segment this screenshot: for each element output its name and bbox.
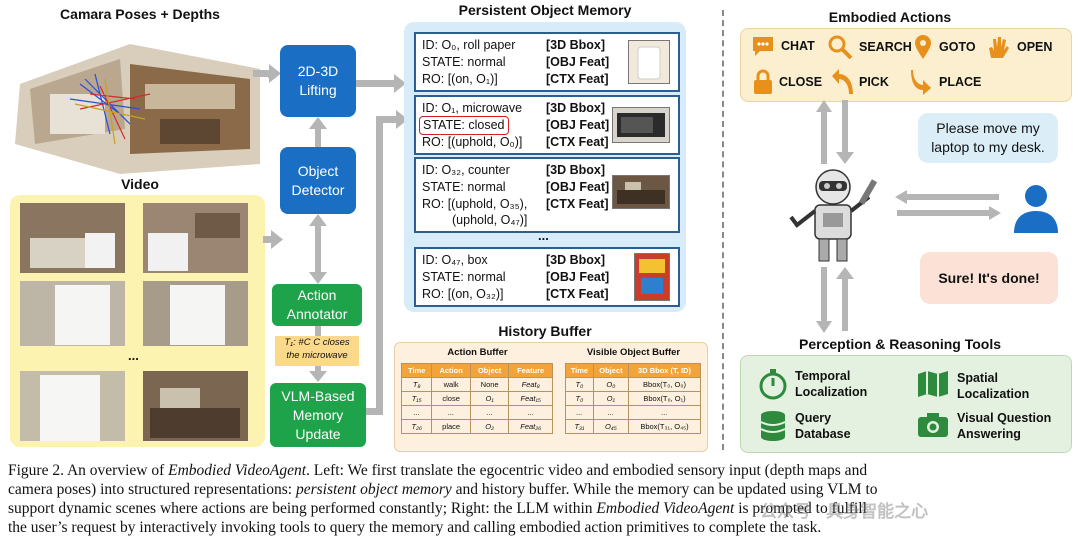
- robot-agent-icon: [789, 169, 878, 262]
- arrow-pipeline-vertical: [309, 214, 327, 284]
- memory-title: Persistent Object Memory: [458, 2, 632, 18]
- arrow-detector-to-lifting: [309, 117, 327, 147]
- action-chat: CHAT: [751, 35, 815, 57]
- history-title: History Buffer: [498, 323, 592, 339]
- arrows-robot-tools: [816, 267, 854, 333]
- frame-4: [143, 281, 248, 346]
- action-buffer-title: Action Buffer: [447, 347, 508, 358]
- action-close: CLOSE: [753, 69, 822, 95]
- figure-caption: Figure 2. An overview of Embodied VideoA…: [8, 462, 878, 536]
- video-frames: [20, 203, 248, 441]
- action-goto: GOTO: [913, 34, 976, 60]
- curved-down-arrow-icon: [911, 70, 931, 95]
- frame-5: [20, 371, 125, 441]
- history-panel: Action Buffer Visible Object Buffer Time…: [394, 342, 708, 452]
- video-ellipsis: ...: [128, 348, 139, 363]
- action-place: PLACE: [911, 69, 981, 95]
- hand-icon: [989, 37, 1009, 58]
- camera-title: Camara Poses + Depths: [60, 6, 220, 22]
- curved-up-arrow-icon: [832, 69, 853, 94]
- action-search: SEARCH: [827, 34, 912, 60]
- box-thumbnail: [634, 253, 670, 301]
- tools-title: Perception & Reasoning Tools: [799, 336, 1001, 352]
- scene-reconstruction-image: [15, 44, 260, 174]
- user-icon: [1014, 185, 1058, 233]
- state-highlight: STATE: closed: [419, 116, 509, 135]
- arrow-lifting-to-memory: [356, 74, 406, 93]
- user-request-bubble: Please move my laptop to my desk.: [918, 113, 1058, 163]
- arrows-actions-robot: [816, 100, 854, 164]
- memory-card: ID: O₃₂, counter STATE: normal RO: [(uph…: [414, 157, 680, 233]
- database-icon: [760, 411, 786, 441]
- action-pick: PICK: [831, 69, 889, 95]
- stopwatch-icon: [759, 369, 787, 400]
- agent-reply-bubble: Sure! It's done!: [920, 252, 1058, 304]
- counter-thumbnail: [612, 175, 670, 209]
- arrow-vlm-to-memory: [366, 110, 408, 415]
- video-title: Video: [121, 176, 159, 192]
- frame-1: [20, 203, 125, 273]
- section-divider: [722, 10, 724, 450]
- watermark: 公众号 · 具身智能之心: [760, 502, 929, 521]
- annotation-note: T₁: #C C closes the microwave: [275, 336, 359, 366]
- actions-panel: CHAT SEARCH GOTO OPEN CLOSE PICK PLACE: [740, 28, 1072, 102]
- memory-card: ID: O₀, roll paper STATE: normal RO: [(o…: [414, 32, 680, 92]
- visible-buffer-title: Visible Object Buffer: [586, 347, 681, 358]
- table-row: ............: [400, 405, 553, 420]
- search-icon: [828, 35, 853, 60]
- microwave-thumbnail: [612, 107, 670, 143]
- arrow-video-to-pipeline: [263, 230, 283, 249]
- frame-3: [20, 281, 125, 346]
- lock-icon: [754, 69, 772, 94]
- arrow-to-lifting: [253, 64, 281, 83]
- arrow-to-vlm: [309, 366, 327, 382]
- action-open: OPEN: [985, 34, 1052, 60]
- frame-2: [143, 203, 248, 273]
- chat-icon: [753, 37, 773, 56]
- frame-6: [143, 371, 248, 441]
- actions-title: Embodied Actions: [828, 9, 952, 25]
- camera-icon: [918, 413, 948, 437]
- table-row: .........: [565, 405, 701, 420]
- map-icon: [918, 371, 948, 397]
- memory-card: ID: O₁, microwave STATE: closed RO: [(up…: [414, 95, 680, 155]
- memory-ellipsis: ...: [538, 228, 549, 243]
- arrows-robot-user: [895, 190, 1001, 220]
- location-pin-icon: [915, 35, 931, 59]
- memory-card: ID: O₄₇, box STATE: normal RO: [(on, O₃₂…: [414, 247, 680, 307]
- roll-paper-thumbnail: [628, 40, 670, 84]
